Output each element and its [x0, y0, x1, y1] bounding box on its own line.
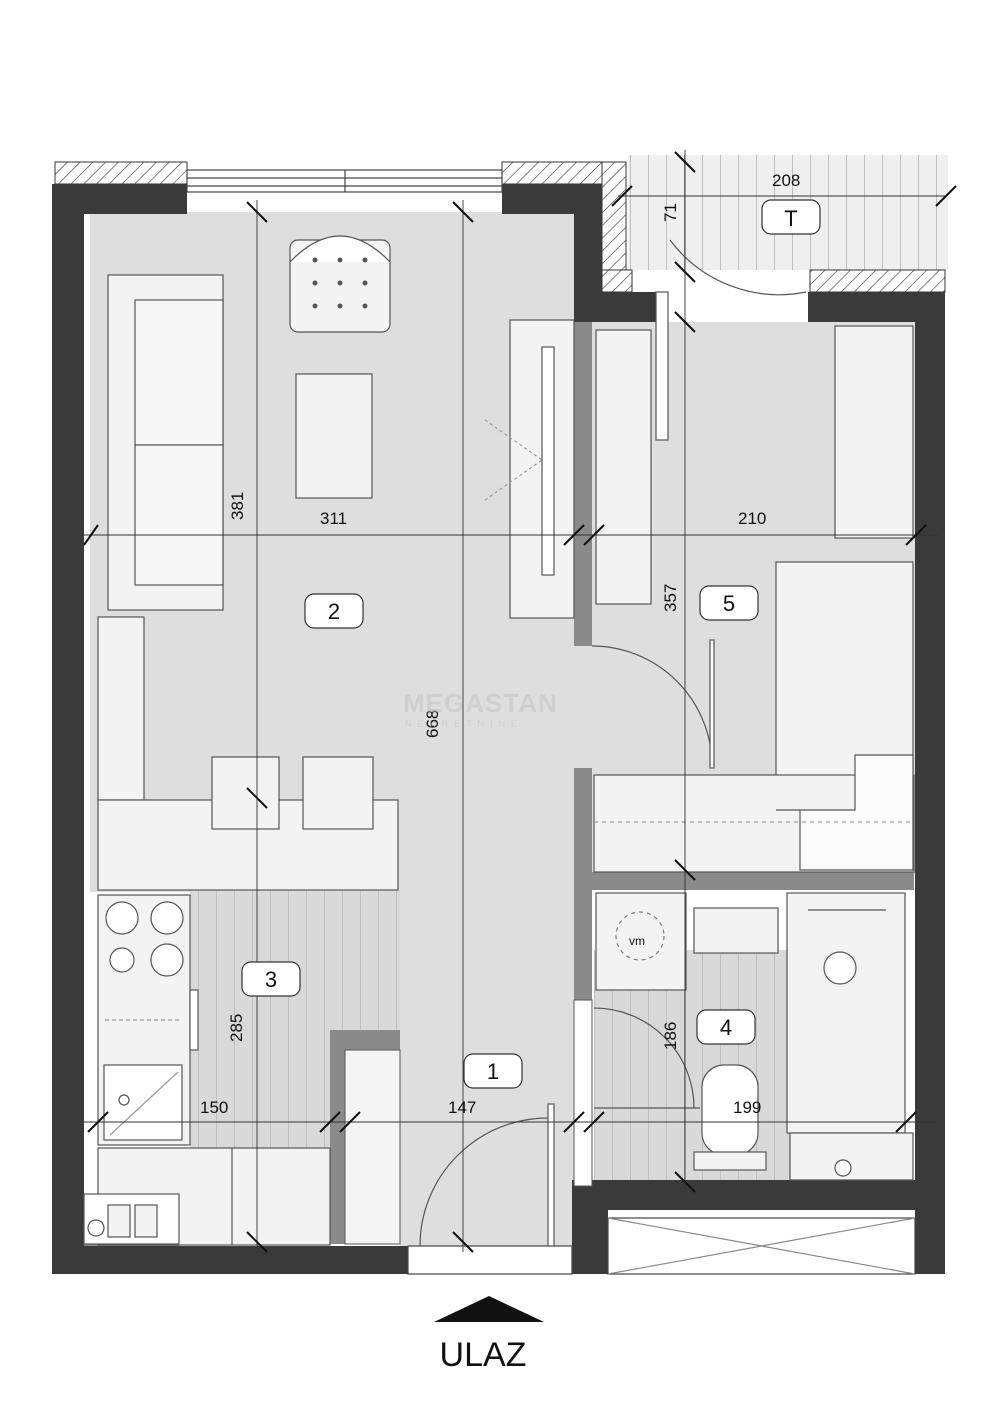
tall-cabinet	[97, 616, 145, 801]
dim-208: 208	[772, 171, 800, 190]
toilet	[693, 1064, 767, 1171]
room-tag-1: 1	[463, 1053, 523, 1089]
svg-text:3: 3	[265, 967, 277, 992]
dim-147: 147	[448, 1098, 476, 1117]
room-tag-5: 5	[699, 585, 759, 621]
svg-text:T: T	[784, 206, 797, 231]
svg-text:4: 4	[720, 1015, 732, 1040]
dim-186: 186	[661, 1022, 680, 1050]
svg-text:2: 2	[328, 599, 340, 624]
dim-150: 150	[200, 1098, 228, 1117]
washing-machine-label: vm	[629, 934, 645, 948]
room-tag-2: 2	[304, 593, 364, 629]
dim-199: 199	[733, 1098, 761, 1117]
shower-drain	[823, 951, 857, 985]
wall-left	[52, 184, 84, 1274]
furniture	[83, 235, 915, 1246]
entrance-arrow	[434, 1296, 544, 1322]
bar-stool-2	[302, 756, 374, 830]
watermark-tagline: NEKRETNINE	[405, 719, 523, 729]
dim-311: 311	[320, 509, 347, 528]
nightstand	[834, 325, 914, 539]
room-tag-4: 4	[696, 1009, 756, 1045]
room-tag-3: 3	[241, 961, 301, 997]
watermark-brand: MEGASTAN	[403, 688, 558, 718]
dim-71: 71	[661, 203, 680, 222]
cooktop	[105, 901, 184, 977]
svg-text:1: 1	[487, 1059, 499, 1084]
coffee-table	[295, 373, 373, 499]
wall-top-left	[52, 184, 187, 214]
kitchen-sink	[103, 1064, 183, 1141]
wall-top-mid	[502, 184, 574, 214]
wall-bedroom-top-left	[574, 292, 656, 322]
washing-machine	[595, 892, 687, 991]
shower	[786, 892, 906, 1134]
bath-cabinet	[789, 1132, 914, 1181]
armchair	[289, 235, 391, 333]
dim-210: 210	[738, 509, 766, 528]
svg-text:5: 5	[723, 591, 735, 616]
dim-357: 357	[661, 584, 680, 612]
wardrobe	[595, 329, 652, 605]
wall-bottom-left	[52, 1246, 408, 1274]
wall-right	[915, 292, 945, 1274]
bar-stool-1	[211, 756, 280, 830]
dim-285: 285	[227, 1014, 246, 1042]
dim-668: 668	[423, 710, 442, 738]
dim-381: 381	[228, 492, 247, 520]
interior-walls	[84, 322, 914, 1246]
entrance-label: ULAZ	[440, 1336, 527, 1374]
room-tag-terrace: T	[761, 199, 821, 235]
walls	[52, 184, 945, 1274]
wall-bath-bottom	[572, 1180, 915, 1210]
doors	[419, 239, 807, 1247]
windows	[186, 169, 916, 1275]
bath-sink-counter	[693, 907, 779, 954]
dimension-ticks	[83, 151, 957, 1253]
